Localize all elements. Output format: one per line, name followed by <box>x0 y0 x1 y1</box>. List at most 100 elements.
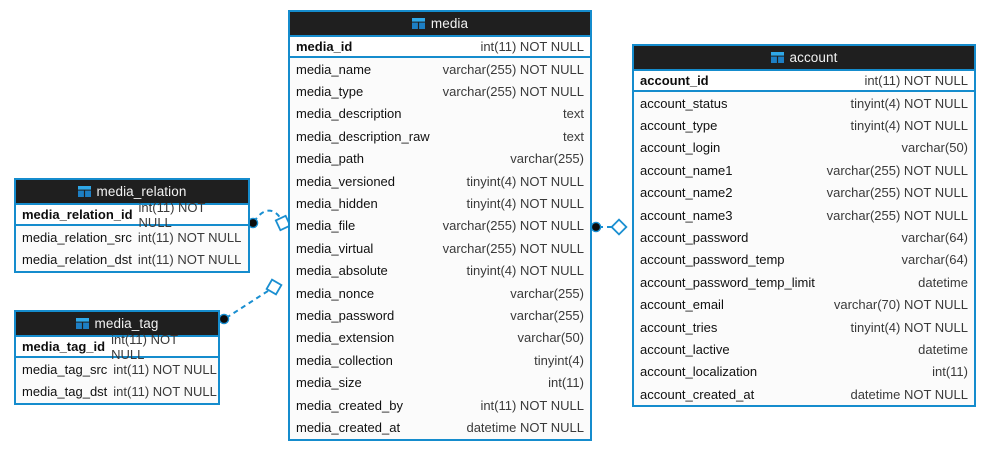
column-name: media_extension <box>296 330 395 346</box>
column-row[interactable]: media_absolute tinyint(4) NOT NULL <box>290 260 590 282</box>
column-name: account_tries <box>640 319 718 335</box>
column-type: text <box>563 128 584 144</box>
column-name: media_password <box>296 307 395 323</box>
column-type: int(11) NOT NULL <box>137 229 242 245</box>
table-header-account[interactable]: account <box>634 46 974 69</box>
column-type: int(11) NOT NULL <box>137 252 242 268</box>
table-title: media_relation <box>96 184 187 199</box>
column-type: int(11) <box>932 364 968 380</box>
column-row[interactable]: media_description_raw text <box>290 125 590 147</box>
column-type: tinyint(4) NOT NULL <box>466 263 584 279</box>
column-name: account_type <box>640 118 718 134</box>
relationship-media_relation-media[interactable] <box>247 209 292 233</box>
column-type: int(11) NOT NULL <box>138 199 206 230</box>
column-row[interactable]: media_password varchar(255) <box>290 304 590 326</box>
column-name: account_password <box>640 230 749 246</box>
relationship-media_tag-media[interactable] <box>218 278 283 325</box>
column-name: media_versioned <box>296 173 396 189</box>
column-type: varchar(70) NOT NULL <box>833 297 968 313</box>
column-row[interactable]: media_description text <box>290 103 590 125</box>
column-type: varchar(50) <box>901 140 968 156</box>
column-type: tinyint(4) NOT NULL <box>466 196 584 212</box>
table-header-media[interactable]: media <box>290 12 590 35</box>
primary-key-row[interactable]: media_id int(11) NOT NULL <box>290 35 590 58</box>
relationship-line <box>225 288 272 319</box>
table-icon <box>770 52 784 63</box>
column-row[interactable]: media_tag_dst int(11) NOT NULL <box>16 380 218 402</box>
column-row[interactable]: media_collection tinyint(4) <box>290 349 590 371</box>
column-type: int(11) NOT NULL <box>480 39 584 54</box>
column-type: varchar(255) <box>510 307 584 323</box>
column-type: varchar(64) <box>901 252 968 268</box>
column-name: account_lactive <box>640 341 730 357</box>
column-type: varchar(255) NOT NULL <box>442 218 584 234</box>
column-name: media_id <box>296 39 353 54</box>
column-type: varchar(255) <box>510 285 584 301</box>
column-row[interactable]: account_login varchar(50) <box>634 137 974 159</box>
column-type: tinyint(4) <box>534 352 584 368</box>
column-name: account_name1 <box>640 162 733 178</box>
column-type: int(11) NOT NULL <box>113 384 217 400</box>
column-type: int(11) NOT NULL <box>111 331 178 362</box>
column-row[interactable]: media_relation_src int(11) NOT NULL <box>16 226 248 248</box>
column-name: media_collection <box>296 352 393 368</box>
column-name: media_type <box>296 84 364 100</box>
column-name: media_created_by <box>296 397 403 413</box>
table-header-media_tag[interactable]: media_tag <box>16 312 218 335</box>
table-header-media_relation[interactable]: media_relation <box>16 180 248 203</box>
column-row[interactable]: account_password varchar(64) <box>634 226 974 248</box>
column-name: account_login <box>640 140 721 156</box>
column-type: int(11) NOT NULL <box>864 73 968 88</box>
column-name: account_id <box>640 73 709 88</box>
column-type: varchar(255) <box>510 151 584 167</box>
relationship-media-account[interactable] <box>590 218 628 236</box>
column-name: media_absolute <box>296 263 388 279</box>
column-row[interactable]: account_name2 varchar(255) NOT NULL <box>634 182 974 204</box>
table-icon <box>75 318 89 329</box>
column-name: account_name2 <box>640 185 733 201</box>
column-name: media_description <box>296 106 402 122</box>
column-type: text <box>563 106 584 122</box>
column-name: media_description_raw <box>296 128 430 144</box>
column-type: varchar(255) NOT NULL <box>826 185 968 201</box>
column-type: varchar(64) <box>901 230 968 246</box>
primary-key-row[interactable]: account_id int(11) NOT NULL <box>634 69 974 92</box>
column-name: media_tag_dst <box>22 384 108 400</box>
column-name: media_relation_src <box>22 229 132 245</box>
